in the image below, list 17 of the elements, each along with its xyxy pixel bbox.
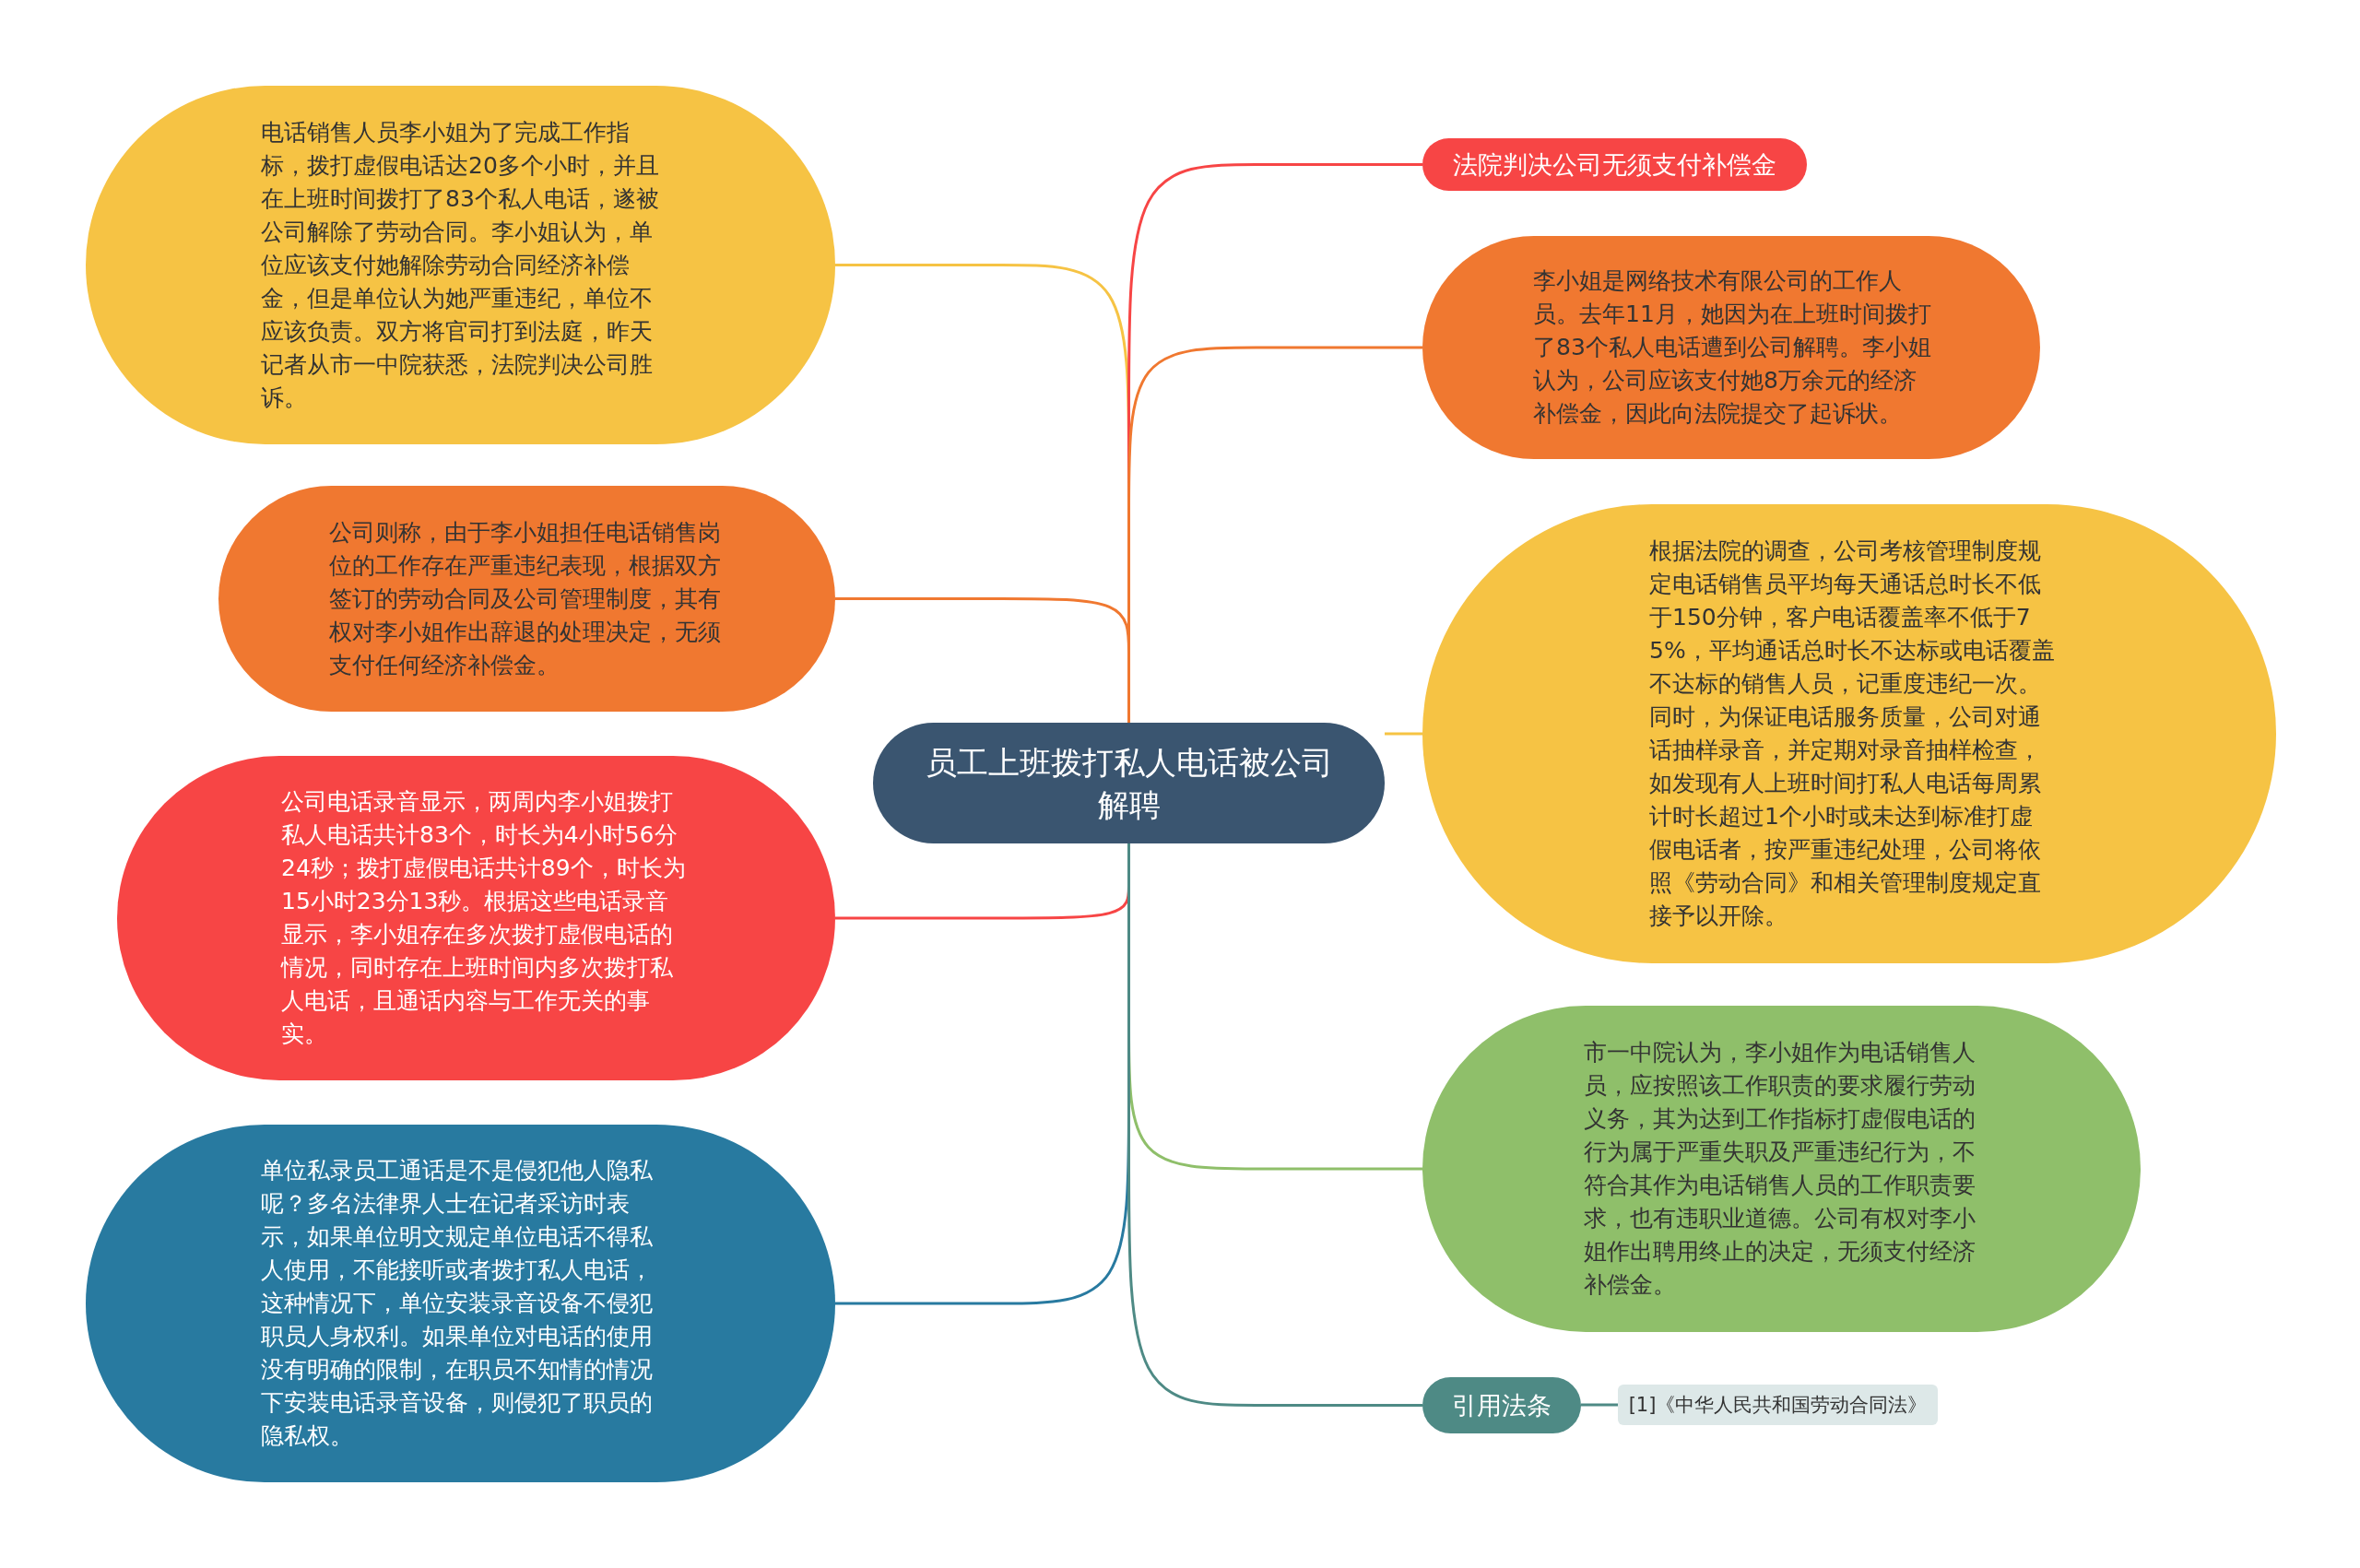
reference-tag	[1618, 1385, 1938, 1425]
topic-text: 员工上班拨打私人电话被公司解聘	[924, 742, 1334, 825]
connector-line	[1127, 843, 1422, 1407]
topic-text: 根据法院的调查，公司考核管理制度规定电话销售员平均每天通话总时长不低于150分钟，客户电话覆盖率不低于75%，平均通话总时长不达标或电话覆盖不达标的销售人员，记重度违纪一次。同时，为保证电话服务质量，公司对通话抽样录音，并定期对录音抽样检查，如发现有人上班时间打私人电话每周累计时长超过1个小时或未达到标准打虚假电话者，按严重违纪处理，公司将依照《劳动合同》和相关管理制度规定直接予以开除。	[1649, 536, 2055, 931]
topic-text: 公司则称，由于李小姐担任电话销售岗位的工作存在严重违纪表现，根据双方签订的劳动合同及公司管理制度，其有权对李小姐作出辞退的处理决定，无须支付任何经济补偿金。	[329, 517, 722, 680]
topic-text: 法院判决公司无须支付补偿金	[1452, 148, 1777, 181]
topic-text: 引用法条	[1451, 1389, 1552, 1421]
topic-bubble	[1422, 138, 1807, 191]
topic-text: 单位私录员工通话是不是侵犯他人隐私呢？多名法律界人士在记者采访时表示，如果单位明文规定单位电话不得私人使用，不能接听或者拨打私人电话，这种情况下，单位安装录音设备不侵犯职员人身权利。如果单位对电话的使用没有明确的限制，在职员不知情的情况下安装电话录音设备，则侵犯了职员的隐私权。	[261, 1156, 654, 1451]
connector-line	[1127, 346, 1422, 723]
topic-text: [1]《中华人民共和国劳动合同法》	[1627, 1393, 1929, 1418]
topic-text: 公司电话录音显示，两周内李小姐拨打私人电话共计83个，时长为4小时56分24秒；拨打虚假电话共计89个，时长为15小时23分13秒。根据这些电话录音显示，李小姐存在多次拨打虚假电话的情况，同时存在上班时间内多次拨打私人电话，且通话内容与工作无关的事实。	[281, 787, 687, 1049]
connector-line	[1385, 732, 1422, 736]
topic-text: 市一中院认为，李小姐作为电话销售人员，应按照该工作职责的要求履行劳动义务，其为达到工作指标打虚假电话的行为属于严重失职及严重违纪行为，不符合其作为电话销售人员的工作职责要求，也有违职业道德。公司有权对李小姐作出聘用终止的决定，无须支付经济补偿金。	[1584, 1038, 1976, 1300]
topic-text: 电话销售人员李小姐为了完成工作指标，拨打虚假电话达20多个小时，并且在上班时间拨打了83个私人电话，遂被公司解除了劳动合同。李小姐认为，单位应该支付她解除劳动合同经济补偿金，但是单位认为她严重违纪，单位不应该负责。双方将官司打到法庭，昨天记者从市一中院获悉，法院判决公司胜诉。	[261, 117, 660, 413]
connector-line	[1581, 1403, 1618, 1407]
topic-text: 李小姐是网络技术有限公司的工作人员。去年11月，她因为在上班时间拨打了83个私人电话遭到公司解聘。李小姐认为，公司应该支付她8万余元的经济补偿金，因此向法院提交了起诉状。	[1533, 266, 1932, 429]
